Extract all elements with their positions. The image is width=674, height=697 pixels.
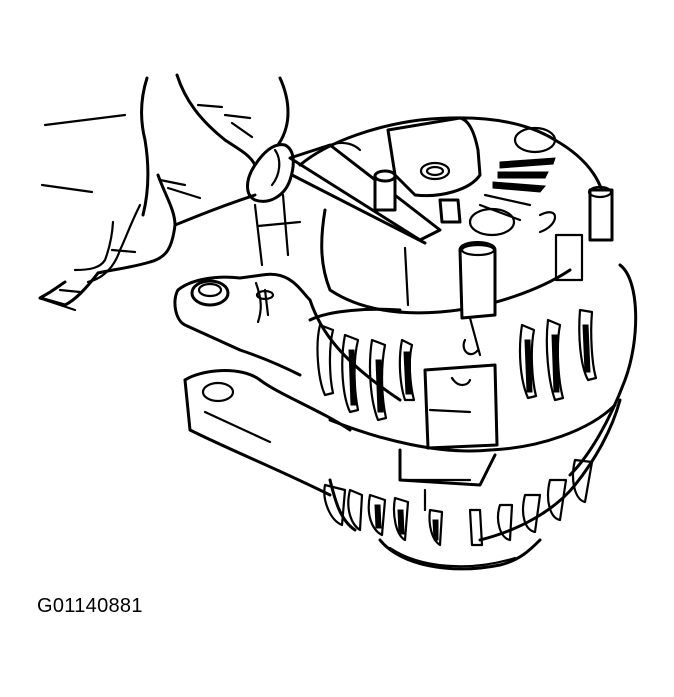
hand-drawing [38,73,295,312]
front-housing [323,398,622,571]
alternator-body [308,263,638,477]
figure-id-label: G01140881 [37,595,143,617]
alternator-rear-cover [253,116,614,320]
